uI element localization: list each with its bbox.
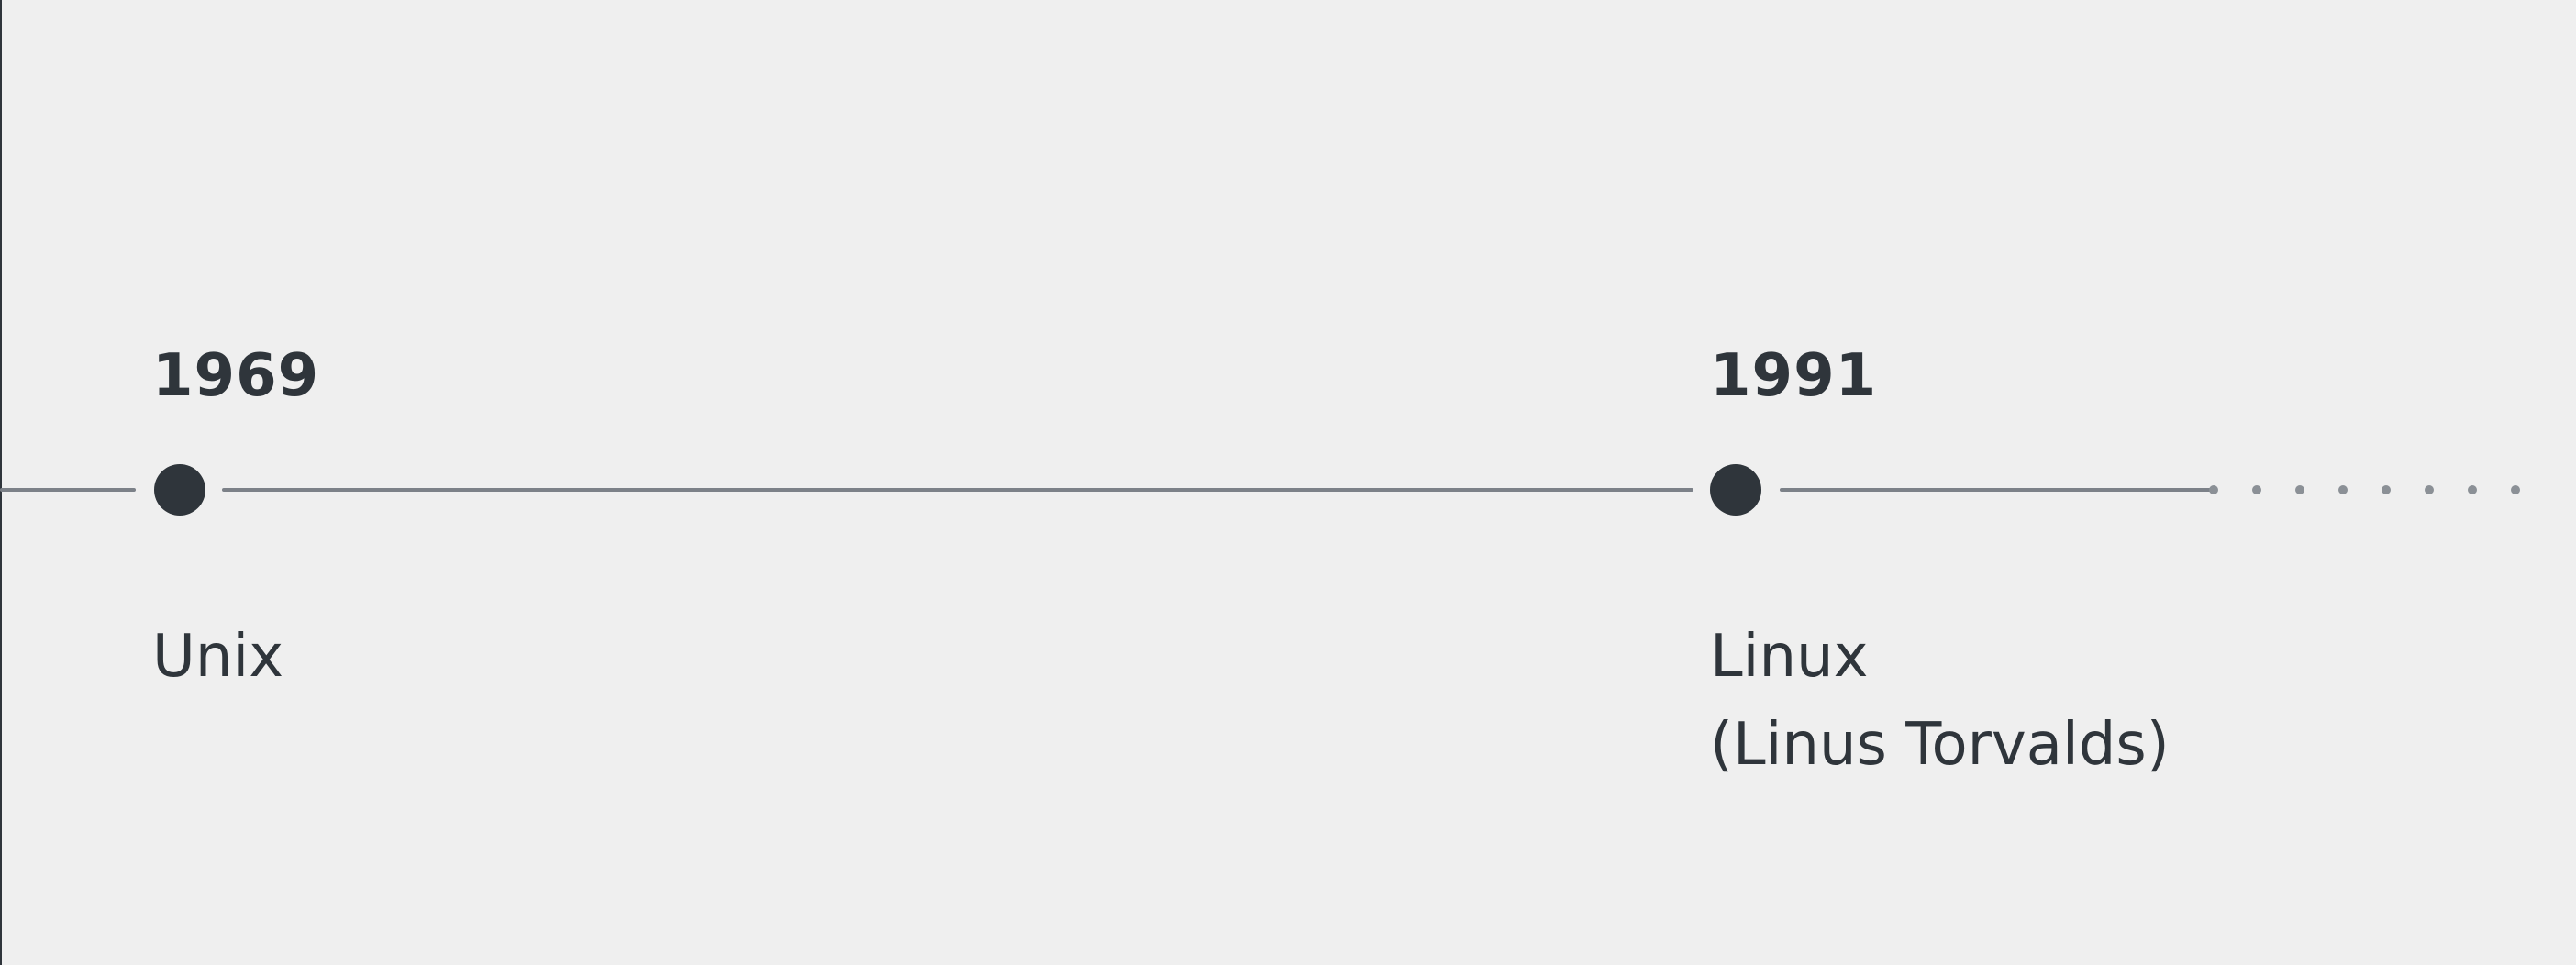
timeline-node-1969	[154, 464, 205, 516]
event-year-1991: 1991	[1710, 342, 1878, 410]
continuation-dot	[2511, 485, 2520, 494]
event-label-unix: Unix	[152, 613, 283, 701]
event-sub-label: (Linus Torvalds)	[1710, 711, 2170, 779]
continuation-dot	[2382, 485, 2391, 494]
continuation-dot	[2209, 485, 2218, 494]
timeline-line-left-segment	[0, 488, 136, 492]
continuation-dot	[2338, 485, 2348, 494]
continuation-dot	[2468, 485, 2477, 494]
event-year-1969: 1969	[152, 342, 320, 410]
timeline-continuation-dots	[2209, 484, 2576, 495]
event-label-text: Unix	[152, 623, 284, 691]
continuation-dot	[2425, 485, 2434, 494]
event-label-linux: Linux (Linus Torvalds)	[1710, 613, 2170, 789]
left-frame-edge	[0, 0, 2, 965]
timeline-line-middle-segment	[222, 488, 1693, 492]
event-label-text: Linux	[1710, 623, 1869, 691]
timeline-line-right-segment	[1780, 488, 2216, 492]
continuation-dot	[2252, 485, 2261, 494]
timeline-node-1991	[1710, 464, 1761, 516]
continuation-dot	[2295, 485, 2304, 494]
